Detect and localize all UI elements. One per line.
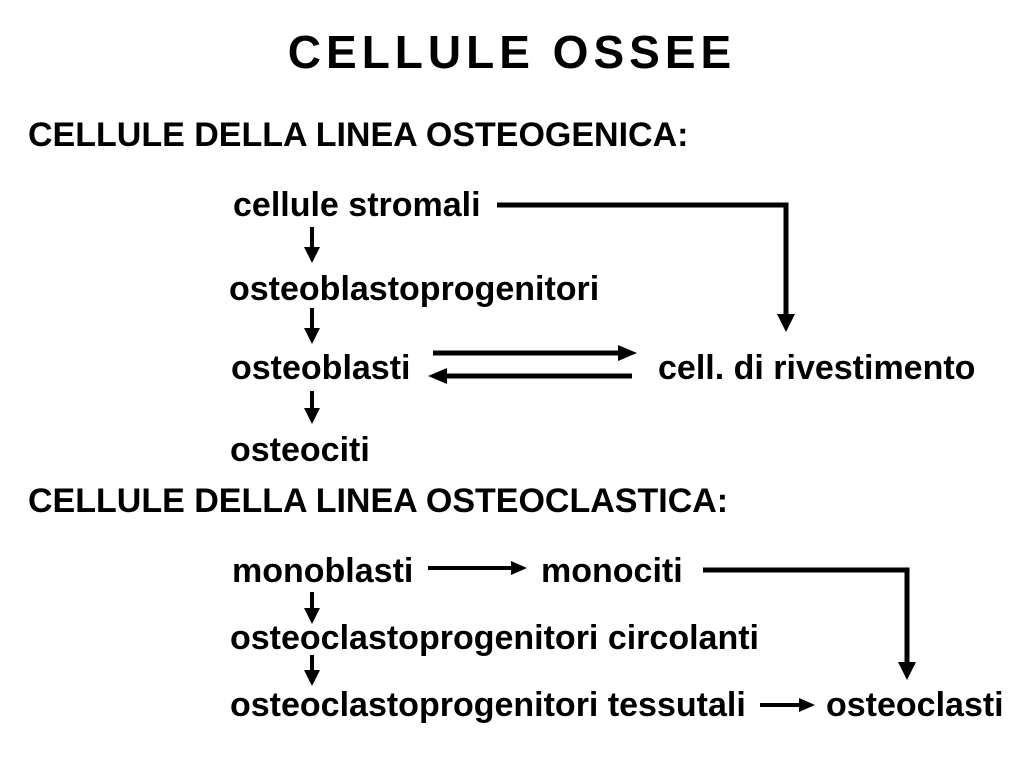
- node-osteoblasti: osteoblasti: [231, 349, 411, 387]
- arrow-stromali-down-icon: [304, 227, 320, 263]
- arrow-osteoblasti-down-icon: [304, 391, 320, 424]
- node-osteoblastoprogenitori: osteoblastoprogenitori: [229, 270, 600, 308]
- node-osteoclastoprogenitori-circolanti: osteoclastoprogenitori circolanti: [230, 619, 759, 657]
- heading-linea-osteoclastica: CELLULE DELLA LINEA OSTEOCLASTICA:: [28, 482, 729, 520]
- arrow-osteoblastoprogenitori-down-icon: [304, 308, 320, 344]
- node-osteoclasti: osteoclasti: [826, 686, 1004, 724]
- node-cell-di-rivestimento: cell. di rivestimento: [658, 349, 976, 387]
- arrow-osteoblasti-to-rivestimento-icon: [433, 345, 637, 361]
- node-monociti: monociti: [541, 552, 683, 590]
- arrow-circolanti-down-icon: [304, 655, 320, 686]
- arrow-tessutali-to-osteoclasti-icon: [760, 698, 815, 712]
- slide-title: CELLULE OSSEE: [287, 26, 737, 78]
- arrow-monociti-to-osteoclasti-icon: [703, 567, 916, 680]
- node-osteociti: osteociti: [230, 431, 370, 469]
- node-monoblasti: monoblasti: [232, 552, 414, 590]
- node-cellule-stromali: cellule stromali: [233, 186, 481, 224]
- heading-linea-osteogenica: CELLULE DELLA LINEA OSTEOGENICA:: [28, 116, 689, 154]
- arrow-stromali-to-rivestimento-icon: [497, 202, 795, 332]
- arrow-rivestimento-to-osteoblasti-icon: [428, 368, 632, 384]
- arrow-monoblasti-down-icon: [304, 592, 320, 624]
- arrow-monoblasti-to-monociti-icon: [428, 561, 527, 575]
- node-osteoclastoprogenitori-tessutali: osteoclastoprogenitori tessutali: [230, 686, 746, 724]
